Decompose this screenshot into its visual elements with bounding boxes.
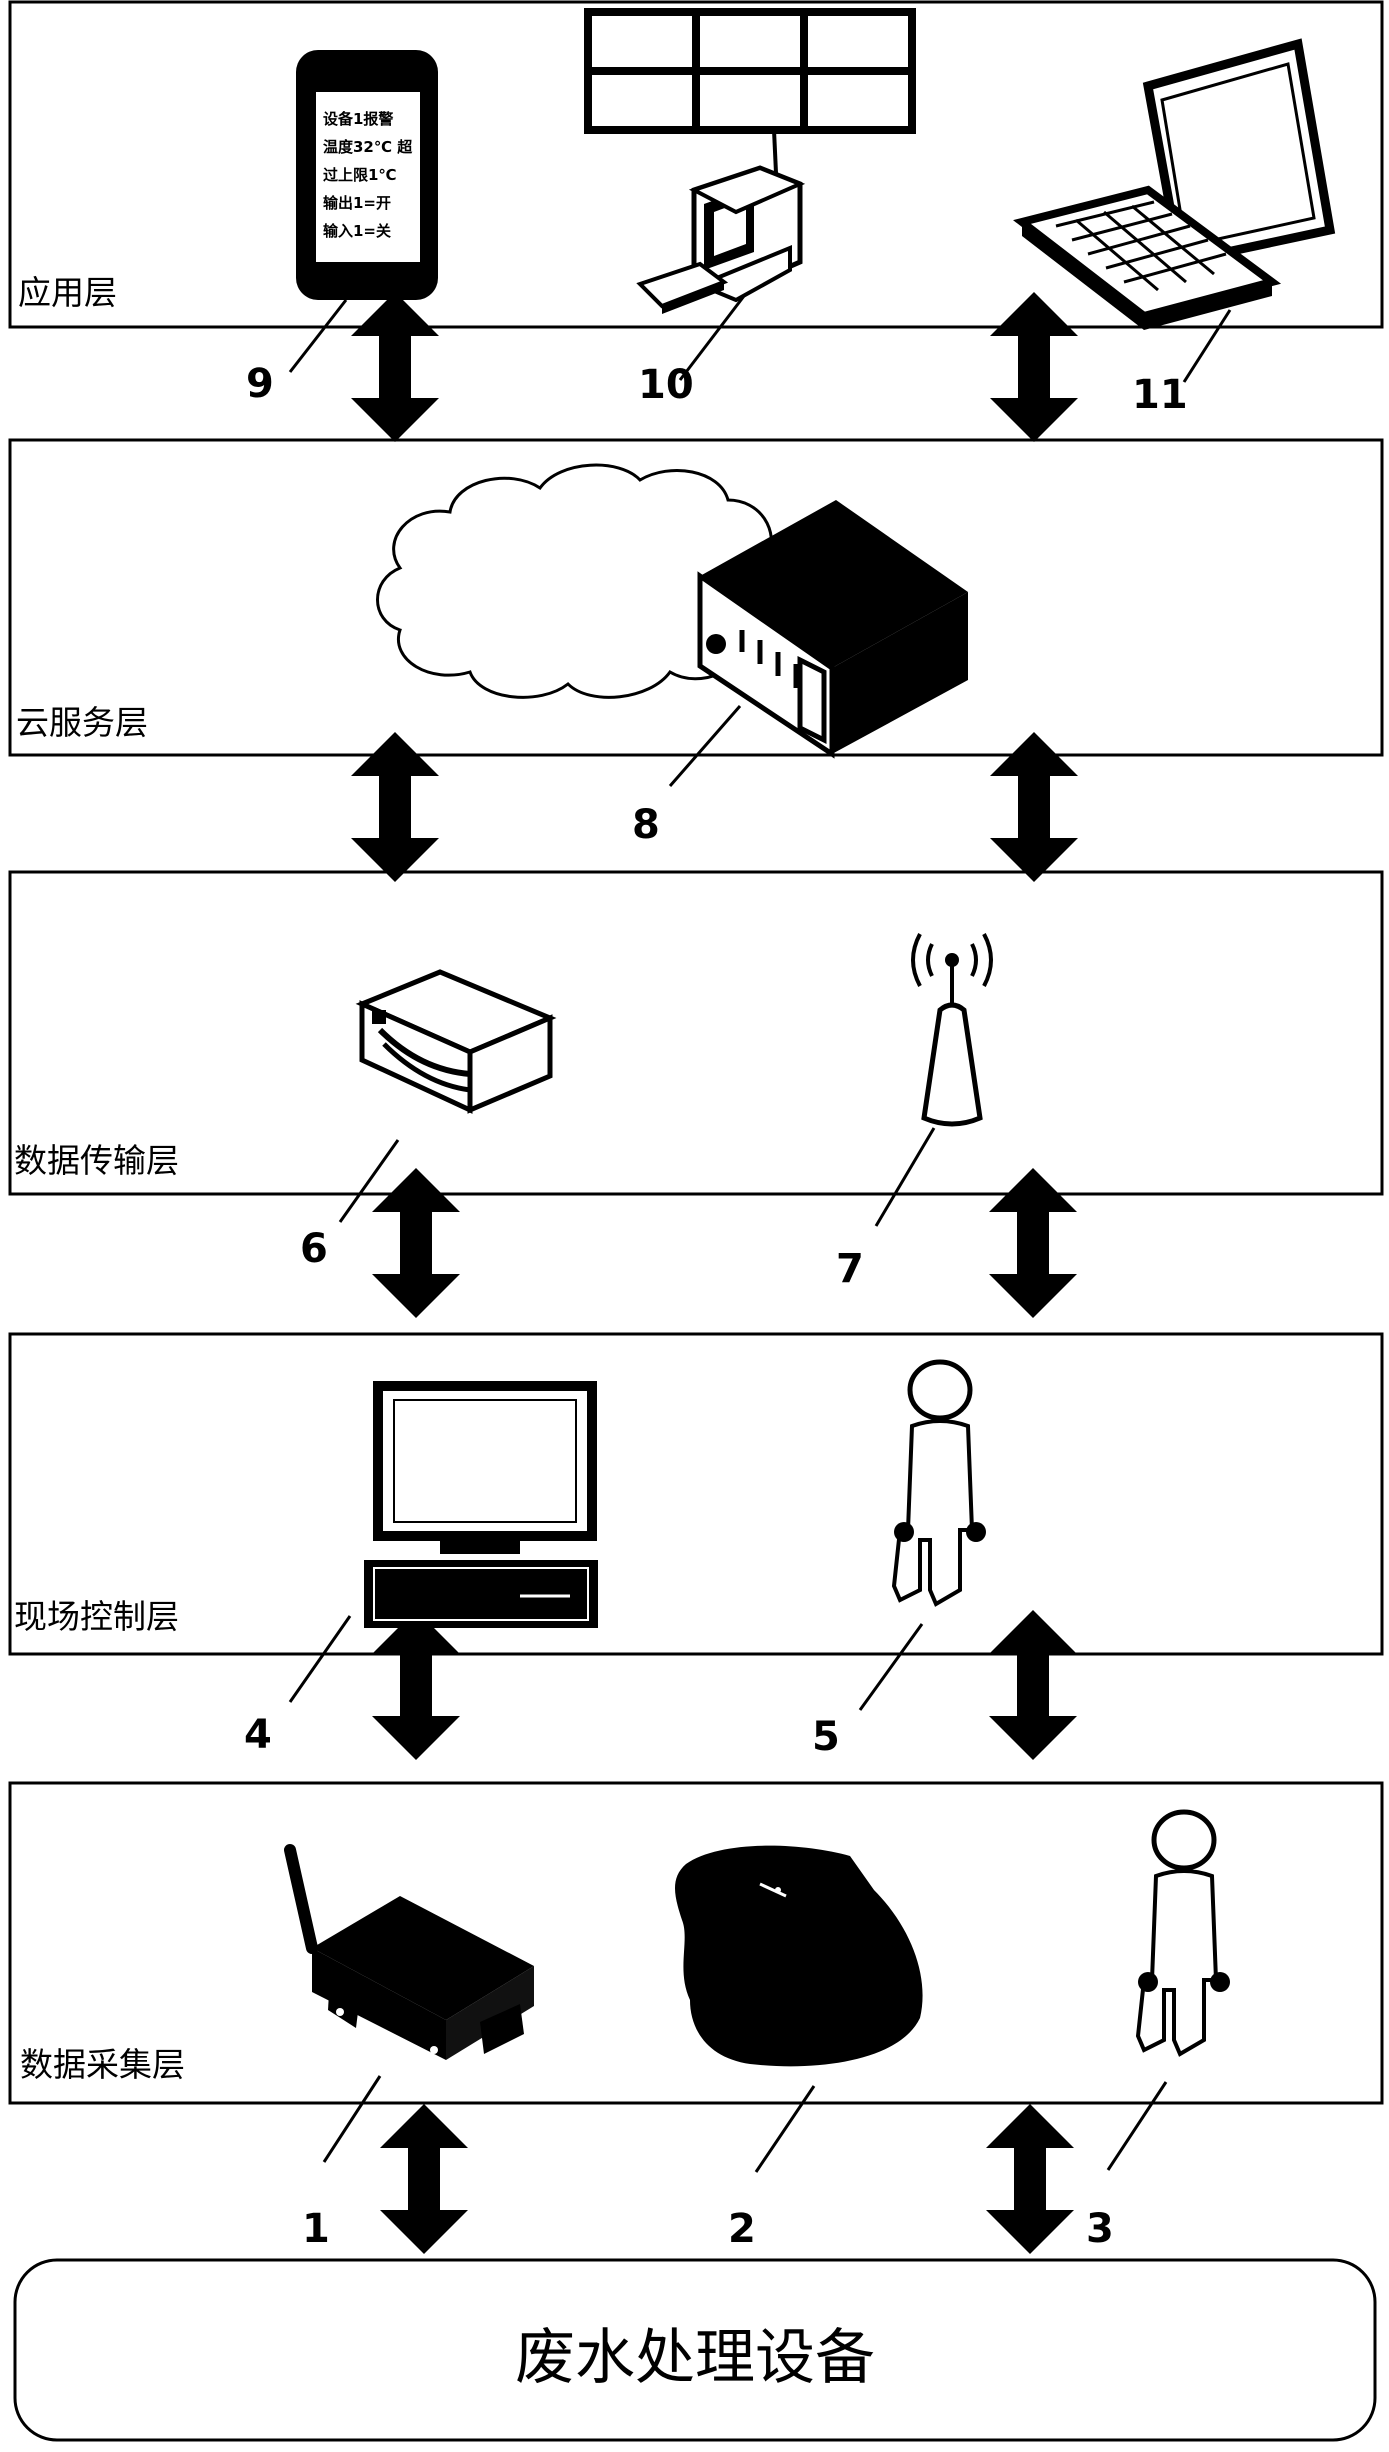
callout-2: 2: [728, 2206, 756, 2252]
callout-8: 8: [632, 802, 660, 848]
desktop-computer-icon: [364, 1381, 598, 1628]
phone-line-4: 输出1=开: [323, 194, 391, 212]
layer-label-cloud: 云服务层: [16, 703, 148, 742]
callout-1: 1: [302, 2206, 330, 2252]
arrow-acq-base-right: [986, 2104, 1074, 2254]
workstation-icon: [636, 165, 806, 314]
layer-label-acquisition: 数据采集层: [20, 2045, 185, 2084]
layer-label-transmission: 数据传输层: [14, 1141, 179, 1180]
laptop-icon: [1013, 38, 1336, 330]
sensor-meter-icon: [675, 1845, 923, 2067]
callout-11: 11: [1132, 372, 1188, 418]
callout-4: 4: [244, 1712, 272, 1758]
arrow-acq-base-left: [380, 2104, 468, 2254]
wastewater-equipment-label: 废水处理设备: [515, 2323, 875, 2393]
callout-5: 5: [812, 1714, 840, 1760]
server-icon: [697, 500, 968, 759]
phone-line-5: 输入1=关: [323, 222, 391, 240]
router-icon: [355, 969, 557, 1114]
callout-3: 3: [1086, 2206, 1114, 2252]
phone-line-1: 设备1报警: [323, 110, 393, 128]
callout-10: 10: [638, 362, 694, 408]
layer-label-application: 应用层: [18, 273, 117, 312]
wireless-antenna-icon: [911, 933, 993, 1127]
layer-label-field-control: 现场控制层: [14, 1597, 179, 1636]
layer-transmission: 数据传输层: [8, 870, 1384, 1196]
wireless-terminal-icon: [284, 1844, 534, 2060]
wastewater-equipment-box: 废水处理设备: [13, 2258, 1377, 2442]
mobile-phone-icon: 设备1报警 温度32℃ 超 过上限1℃ 输出1=开 输入1=关: [296, 50, 438, 300]
callout-7: 7: [836, 1246, 864, 1292]
leader-lines: [288, 295, 1232, 2173]
phone-line-3: 过上限1℃: [323, 166, 397, 184]
phone-line-2: 温度32℃ 超: [323, 138, 413, 156]
callout-6: 6: [300, 1226, 328, 1272]
callout-9: 9: [246, 361, 274, 407]
layer-field-control: 现场控制层: [8, 1332, 1384, 1656]
